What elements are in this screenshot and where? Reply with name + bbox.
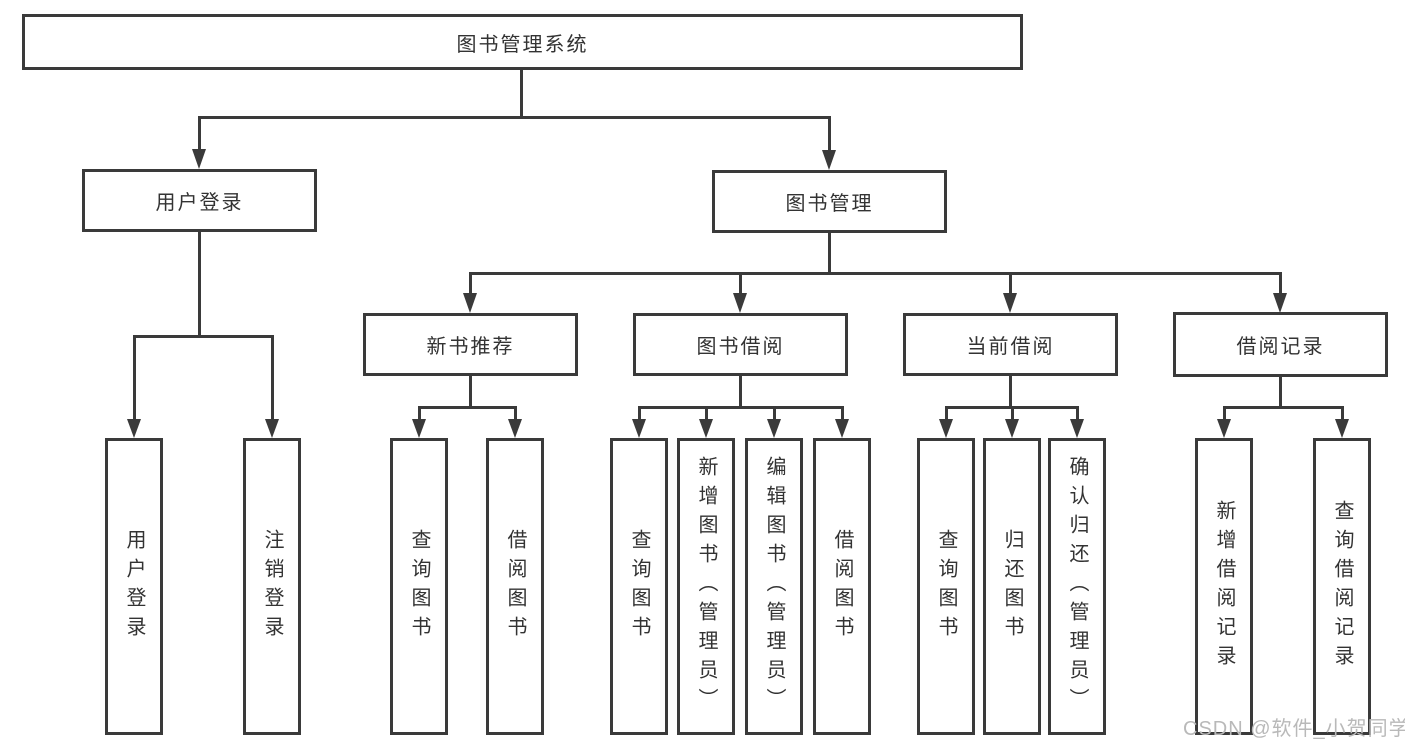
connector-book-borrow-stem: [739, 376, 742, 407]
leaf-search-books-current-label: 查询图书: [935, 528, 957, 645]
connector-current-borrow-drop: [1009, 272, 1012, 294]
node-new-book-recommend-label: 新书推荐: [426, 336, 515, 358]
connector-user-login-drop: [198, 116, 201, 151]
leaf-add-borrow-record: 新增借阅记录: [1195, 438, 1253, 735]
connector-leaf-user-login-drop: [133, 335, 136, 420]
leaf-borrow-books-recommend-label: 借阅图书: [504, 528, 526, 645]
connector-root-stem: [520, 69, 523, 117]
node-borrow-records-label: 借阅记录: [1236, 336, 1325, 358]
node-user-login: 用户登录: [82, 169, 317, 232]
connector-new-book-drop: [469, 272, 472, 294]
leaf-user-login: 用户登录: [105, 438, 163, 735]
connector-book-management-stem: [828, 233, 831, 273]
leaf-borrow-books-recommend: 借阅图书: [486, 438, 544, 735]
arrow-leaf-icon: [699, 419, 713, 438]
connector-leaf-drop: [638, 406, 641, 421]
connector-leaf-drop: [514, 406, 517, 421]
connector-leaf-drop: [773, 406, 776, 421]
leaf-add-borrow-record-label: 新增借阅记录: [1213, 499, 1235, 674]
connector-leaf-drop: [841, 406, 844, 421]
arrow-leaf-icon: [1070, 419, 1084, 438]
leaf-user-login-label: 用户登录: [123, 528, 145, 645]
connector-leaf-drop: [1341, 406, 1344, 421]
connector-current-borrow-stem: [1009, 376, 1012, 407]
arrow-leaf-icon: [508, 419, 522, 438]
node-library-system-label: 图书管理系统: [456, 33, 589, 56]
leaf-search-borrow-record-label: 查询借阅记录: [1331, 499, 1353, 674]
arrow-leaf-icon: [632, 419, 646, 438]
arrow-new-book-icon: [463, 293, 477, 313]
leaf-add-book-admin: 新增图书（管理员）: [677, 438, 735, 735]
connector-user-login-branch: [133, 335, 274, 338]
leaf-borrow-books-borrow: 借阅图书: [813, 438, 871, 735]
connector-leaf-drop: [945, 406, 948, 421]
arrow-leaf-logout-icon: [265, 419, 279, 438]
connector-book-borrow-minibranch: [638, 406, 844, 409]
leaf-return-books: 归还图书: [983, 438, 1041, 735]
connector-leaf-drop: [1011, 406, 1014, 421]
leaf-return-books-label: 归还图书: [1001, 528, 1023, 645]
node-borrow-records: 借阅记录: [1173, 312, 1388, 377]
node-book-management: 图书管理: [712, 170, 947, 233]
connector-borrow-records-stem: [1279, 377, 1282, 407]
arrow-book-borrow-icon: [733, 293, 747, 313]
connector-leaf-drop: [1076, 406, 1079, 421]
leaf-logout-label: 注销登录: [261, 528, 283, 645]
arrow-leaf-icon: [767, 419, 781, 438]
leaf-confirm-return-admin: 确认归还（管理员）: [1048, 438, 1106, 735]
leaf-edit-book-admin: 编辑图书（管理员）: [745, 438, 803, 735]
node-user-login-label: 用户登录: [155, 192, 244, 214]
connector-leaf-drop: [418, 406, 421, 421]
leaf-search-borrow-record: 查询借阅记录: [1313, 438, 1371, 735]
arrow-user-login-icon: [192, 149, 206, 169]
arrow-leaf-user-login-icon: [127, 419, 141, 438]
connector-user-login-stem: [198, 232, 201, 336]
arrow-current-borrow-icon: [1003, 293, 1017, 313]
connector-leaf-drop: [705, 406, 708, 421]
node-current-borrow-label: 当前借阅: [966, 336, 1055, 358]
node-book-borrow: 图书借阅: [633, 313, 848, 376]
node-library-system: 图书管理系统: [22, 14, 1023, 70]
connector-level3-branch: [469, 272, 1282, 275]
connector-leaf-logout-drop: [271, 335, 274, 420]
node-current-borrow: 当前借阅: [903, 313, 1118, 376]
leaf-logout: 注销登录: [243, 438, 301, 735]
arrow-leaf-icon: [835, 419, 849, 438]
leaf-confirm-return-admin-label: 确认归还（管理员）: [1066, 456, 1088, 717]
connector-book-borrow-drop: [739, 272, 742, 294]
arrow-leaf-icon: [412, 419, 426, 438]
leaf-search-books-borrow-label: 查询图书: [628, 528, 650, 645]
node-book-management-label: 图书管理: [785, 193, 874, 215]
connector-level2-branch: [198, 116, 831, 119]
leaf-add-book-admin-label: 新增图书（管理员）: [695, 456, 717, 717]
leaf-search-books-current: 查询图书: [917, 438, 975, 735]
arrow-leaf-icon: [939, 419, 953, 438]
connector-new-book-stem: [469, 376, 472, 407]
connector-leaf-drop: [1223, 406, 1226, 421]
csdn-watermark: CSDN @软件_小贺同学: [1183, 718, 1405, 740]
arrow-borrow-records-icon: [1273, 293, 1287, 313]
connector-new-book-minibranch: [418, 406, 517, 409]
leaf-search-books-recommend-label: 查询图书: [408, 528, 430, 645]
arrow-book-management-icon: [822, 150, 836, 170]
arrow-leaf-icon: [1335, 419, 1349, 438]
leaf-search-books-recommend: 查询图书: [390, 438, 448, 735]
node-new-book-recommend: 新书推荐: [363, 313, 578, 376]
leaf-search-books-borrow: 查询图书: [610, 438, 668, 735]
connector-borrow-records-drop: [1279, 272, 1282, 294]
arrow-leaf-icon: [1217, 419, 1231, 438]
connector-book-management-drop: [828, 116, 831, 152]
node-book-borrow-label: 图书借阅: [696, 336, 785, 358]
connector-borrow-records-minibranch: [1223, 406, 1344, 409]
leaf-borrow-books-borrow-label: 借阅图书: [831, 528, 853, 645]
arrow-leaf-icon: [1005, 419, 1019, 438]
leaf-edit-book-admin-label: 编辑图书（管理员）: [763, 456, 785, 717]
